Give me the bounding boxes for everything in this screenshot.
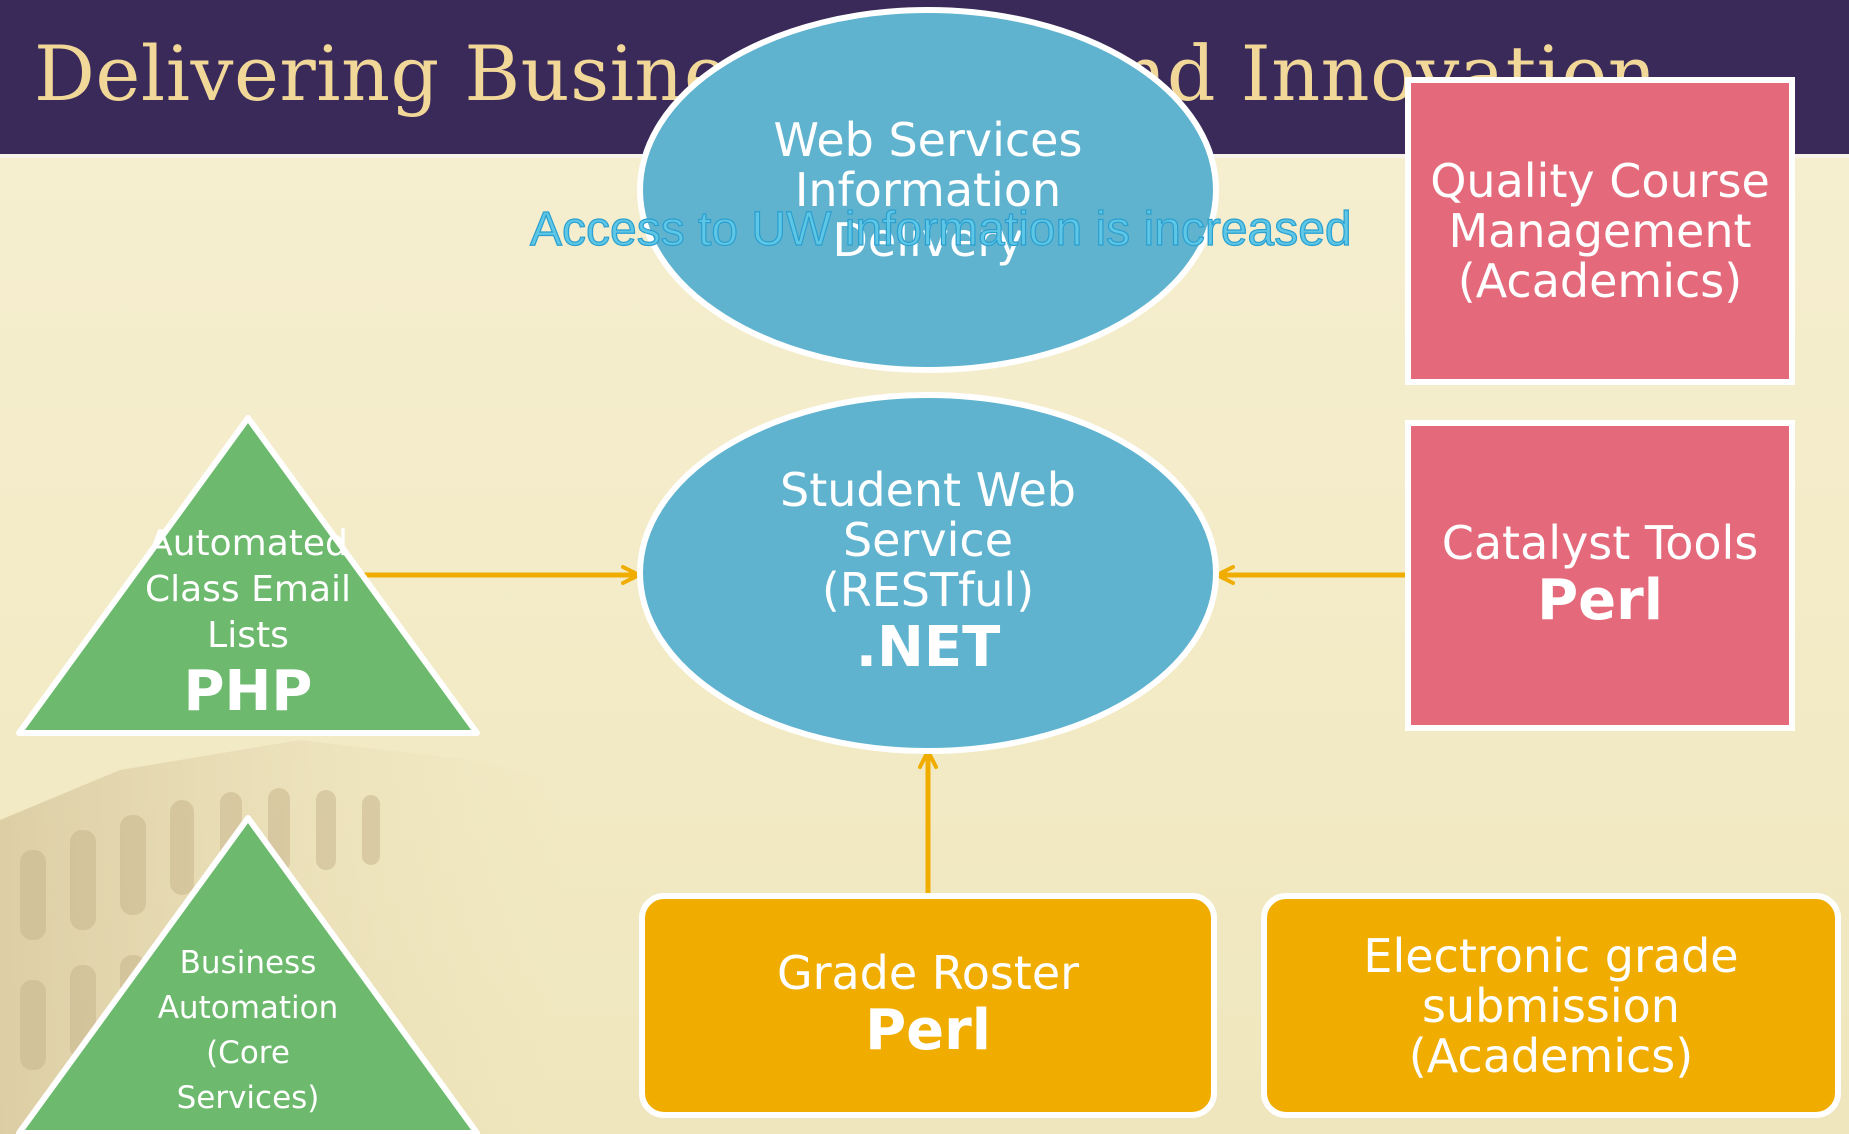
web-services-line-2: Information <box>794 163 1062 217</box>
quality-course-line-1: Quality Course <box>1430 154 1770 208</box>
student-web-service-ellipse <box>637 392 1219 754</box>
electronic-grade-line-2: submission <box>1422 978 1680 1033</box>
overlay-caption: Access to UW information is increased <box>529 202 1352 256</box>
web-services-ellipse <box>637 7 1219 373</box>
class-email-tech: PHP <box>183 659 313 724</box>
electronic-grade-label: Electronic grade submission (Academics) <box>1268 900 1834 1111</box>
web-services-line-1: Web Services <box>773 113 1083 167</box>
grade-roster-line-1: Grade Roster <box>776 945 1080 1000</box>
web-services-line-3: Delivery <box>832 213 1024 267</box>
business-automation-label: Business Automation (Core Services) <box>98 936 398 1126</box>
business-automation-line-1: Business <box>179 945 317 981</box>
electronic-grade-line-3: (Academics) <box>1408 1028 1694 1083</box>
electronic-grade-box <box>1261 893 1841 1118</box>
class-email-label: Automated Class Email Lists PHP <box>98 518 398 728</box>
catalyst-tools-tech: Perl <box>1537 567 1663 633</box>
class-email-triangle <box>16 415 480 736</box>
catalyst-tools-label: Catalyst Tools Perl <box>1412 427 1788 724</box>
grade-roster-tech: Perl <box>865 997 991 1063</box>
student-web-service-line-3: (RESTful) <box>821 563 1035 617</box>
student-web-service-line-1: Student Web <box>780 463 1076 517</box>
quality-course-line-3: (Academics) <box>1457 254 1743 308</box>
student-web-service-tech: .NET <box>855 615 1001 680</box>
business-automation-line-3: (Core <box>206 1035 290 1071</box>
business-automation-triangle <box>16 815 480 1134</box>
catalyst-tools-line-1: Catalyst Tools <box>1441 515 1759 570</box>
student-web-service-label: Student Web Service (RESTful) .NET <box>720 446 1136 700</box>
catalyst-tools-box <box>1405 420 1795 731</box>
class-email-line-3: Lists <box>207 615 289 656</box>
electronic-grade-line-1: Electronic grade <box>1363 928 1739 983</box>
grade-roster-box <box>639 893 1217 1118</box>
class-email-line-1: Automated <box>148 523 348 564</box>
quality-course-box <box>1405 77 1795 385</box>
class-email-line-2: Class Email <box>144 569 352 610</box>
web-services-label: Web Services Information Delivery <box>720 100 1136 280</box>
business-automation-line-4: Services) <box>176 1080 320 1116</box>
quality-course-line-2: Management <box>1448 204 1752 258</box>
quality-course-label: Quality Course Management (Academics) <box>1412 84 1788 378</box>
grade-roster-label: Grade Roster Perl <box>646 900 1210 1111</box>
student-web-service-line-2: Service <box>842 513 1013 567</box>
business-automation-line-2: Automation <box>157 990 339 1026</box>
